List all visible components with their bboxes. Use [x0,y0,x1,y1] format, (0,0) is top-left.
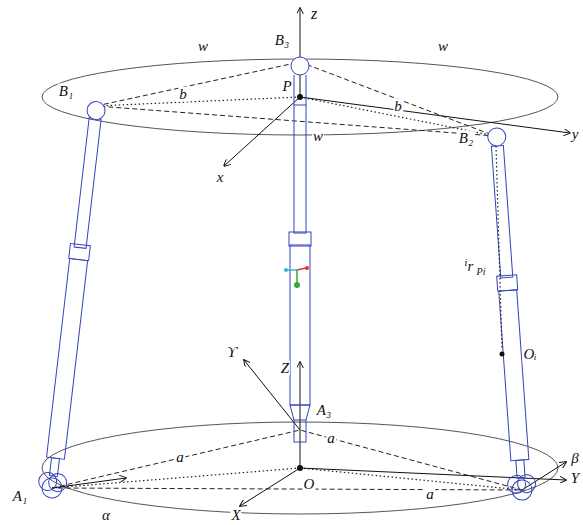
length-label: a [425,487,435,502]
length-label: a [175,450,185,465]
vector-subscript: Pi [476,267,487,277]
axis-label: X [230,508,241,523]
point-label: O [303,477,316,492]
length-label: a [326,431,336,446]
vector-label: ⁱr [464,259,475,274]
axis-label: ϒ [226,345,238,360]
axis-label: Y [570,471,580,486]
length-label: w [437,39,449,54]
point-label: Oᵢ [522,347,537,362]
axis-label: y [571,127,580,142]
point-label: A₁ [12,489,28,504]
length-label: w [197,39,209,54]
axis-label: x [216,170,225,185]
axis-label: z [310,6,318,22]
point-label: A₃ [316,403,332,418]
point-label: B₁ [58,84,74,99]
axis-label: α [101,508,111,523]
length-label: b [178,87,188,102]
axis-label: β [570,451,579,466]
point-label: B₃ [274,33,290,48]
length-label: w [312,129,324,144]
length-label: b [393,99,403,114]
point-label: B₂ [458,131,474,146]
axis-label: Z [280,361,290,376]
point-label: P [281,79,292,94]
